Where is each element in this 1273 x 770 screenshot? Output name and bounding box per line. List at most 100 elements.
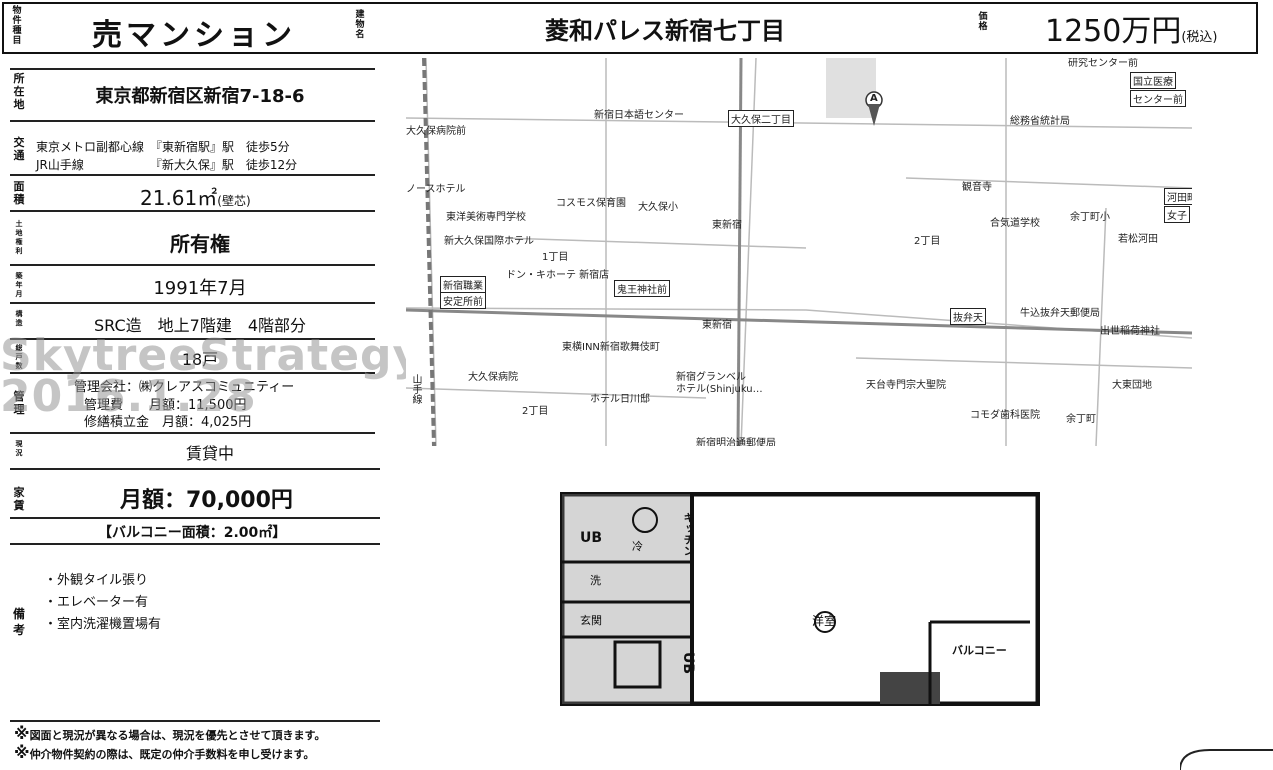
map-label: ホテル日川邸 bbox=[590, 394, 650, 405]
map-label: ドン・キホーテ 新宿店 bbox=[506, 270, 610, 281]
access-line-1: 東京メトロ副都心線 『東新宿駅』駅 徒歩5分 bbox=[36, 140, 290, 154]
map-marker: A bbox=[870, 93, 878, 104]
land-rights-label: 土地権利 bbox=[15, 220, 23, 255]
map-label: ホテル(Shinjuku… bbox=[676, 384, 763, 395]
divider bbox=[10, 174, 375, 176]
map-label: 東新宿 bbox=[702, 320, 732, 331]
map-label: 余丁町小 bbox=[1070, 212, 1110, 223]
address-label: 所在地 bbox=[13, 72, 25, 111]
access-label: 交通 bbox=[13, 136, 25, 162]
divider bbox=[10, 264, 375, 266]
address: 東京都新宿区新宿7-18-6 bbox=[95, 86, 305, 107]
divider bbox=[10, 210, 375, 212]
map-label: コモダ歯科医院 bbox=[970, 410, 1040, 421]
divider bbox=[10, 720, 380, 722]
built-label: 築年月 bbox=[15, 272, 23, 298]
access-line-2: JR山手線 『新大久保』駅 徒歩12分 bbox=[36, 158, 298, 172]
area-label: 面積 bbox=[13, 180, 25, 206]
map-label: 天台寺門宗大聖院 bbox=[866, 380, 946, 391]
floor-label: キッチン bbox=[682, 512, 695, 556]
footer-note-2: ※仲介物件契約の際は、既定の仲介手数料を申し受けます。 bbox=[14, 743, 315, 762]
map-label: 2丁目 bbox=[914, 236, 941, 247]
map-label: 大久保二丁目 bbox=[728, 110, 794, 127]
floor-plan-drawing bbox=[519, 491, 1041, 707]
map-label: 合気道学校 bbox=[990, 218, 1040, 229]
divider bbox=[10, 302, 375, 304]
floor-label: 洋室 bbox=[812, 614, 837, 628]
land-rights: 所有権 bbox=[170, 232, 230, 256]
map-label: 大久保病院 bbox=[468, 372, 518, 383]
remarks-label: 備考 bbox=[12, 607, 25, 637]
building-name-label: 建物名 bbox=[355, 10, 365, 40]
remark-item: ・エレベーター有 bbox=[44, 595, 149, 610]
floor-label: バルコニー bbox=[952, 644, 1007, 657]
price: 1250万円(税込) bbox=[1045, 14, 1218, 49]
map-label: 大久保小 bbox=[638, 202, 678, 213]
map-label: 2丁目 bbox=[522, 406, 549, 417]
divider bbox=[10, 543, 380, 545]
map-label: 牛込抜弁天郵便局 bbox=[1020, 308, 1100, 319]
map-label: 大東団地 bbox=[1112, 380, 1152, 391]
remark-item: ・室内洗濯機置場有 bbox=[44, 617, 162, 632]
cross-icon: ※ bbox=[14, 724, 30, 743]
map-label: 安定所前 bbox=[440, 292, 486, 309]
map-label: センター前 bbox=[1130, 90, 1186, 107]
map-label: コスモス保育園 bbox=[556, 198, 626, 209]
footer-note-1: ※図面と現況が異なる場合は、現況を優先とさせて頂きます。 bbox=[14, 724, 326, 743]
floor-plan: UB 冷 洗 玄関 UB 洋室 バルコニー キッチン bbox=[519, 491, 1041, 707]
map-label: 鬼王神社前 bbox=[614, 280, 670, 297]
built-date: 1991年7月 bbox=[153, 278, 247, 299]
divider bbox=[10, 432, 375, 434]
floor-label: UB bbox=[680, 652, 696, 675]
map-roads bbox=[406, 58, 1192, 446]
building-name: 菱和パレス新宿七丁目 bbox=[545, 17, 785, 45]
map-label: ノースホテル bbox=[406, 184, 466, 195]
repair-fund: 修繕積立金 月額：4,025円 bbox=[84, 415, 252, 430]
map-label: 観音寺 bbox=[962, 182, 992, 193]
map-label: 新宿職業 bbox=[440, 276, 486, 293]
map-label: 東新宿 bbox=[712, 220, 742, 231]
divider bbox=[10, 372, 375, 374]
cross-icon: ※ bbox=[14, 743, 30, 762]
map-label: 研究センター前 bbox=[1068, 58, 1138, 69]
map-label: 新宿グランベル bbox=[676, 372, 746, 383]
rent-label: 家賃 bbox=[13, 486, 25, 512]
management-company: 管理会社：㈱クレアスコミュニティー bbox=[74, 380, 295, 395]
floor-label: 冷 bbox=[632, 540, 643, 553]
divider bbox=[10, 68, 375, 70]
remarks-list: ・外観タイル張り ・エレベーター有 ・室内洗濯機置場有 bbox=[44, 570, 161, 636]
map-label: 女子 bbox=[1164, 206, 1190, 223]
divider bbox=[10, 468, 380, 470]
map-label: 大久保病院前 bbox=[406, 126, 466, 137]
remark-item: ・外観タイル張り bbox=[44, 573, 149, 588]
balcony-area: 【バルコニー面積：2.00㎡】 bbox=[98, 525, 287, 541]
watermark: SkytreeStrategy 2016.1.28 bbox=[0, 330, 423, 422]
status-label: 現況 bbox=[15, 440, 23, 457]
floor-label: 洗 bbox=[590, 574, 601, 587]
structure-label: 構造 bbox=[15, 310, 23, 327]
page-corner bbox=[1180, 749, 1273, 770]
divider bbox=[10, 517, 380, 519]
units: 18戸 bbox=[181, 350, 219, 369]
map-label: 1丁目 bbox=[542, 252, 569, 263]
map-label: 新宿日本語センター bbox=[594, 110, 684, 121]
floor-label: UB bbox=[580, 530, 603, 546]
structure: SRC造 地上7階建 4階部分 bbox=[93, 316, 306, 335]
property-type-label: 物件種目 bbox=[12, 6, 22, 46]
property-type: 売マンション bbox=[92, 18, 296, 53]
status: 賃貸中 bbox=[185, 444, 234, 463]
management-label: 管理 bbox=[13, 390, 25, 416]
header-box bbox=[2, 2, 1258, 54]
rent: 月額：70,000円 bbox=[120, 488, 293, 513]
map-label: 河田町 bbox=[1164, 188, 1192, 205]
floor-label: 玄関 bbox=[580, 614, 602, 627]
map-label: 新大久保国際ホテル bbox=[444, 236, 534, 247]
map-label: 出世稲荷神社 bbox=[1100, 326, 1160, 337]
map-label: 東横INN新宿歌舞伎町 bbox=[562, 342, 660, 353]
map-label: 国立医療 bbox=[1130, 72, 1176, 89]
map-label: 山手線 bbox=[410, 374, 421, 404]
divider bbox=[10, 338, 375, 340]
map-label: 余丁町 bbox=[1066, 414, 1096, 425]
management-fee: 管理費 月額：11,500円 bbox=[84, 398, 247, 413]
divider bbox=[10, 120, 375, 122]
